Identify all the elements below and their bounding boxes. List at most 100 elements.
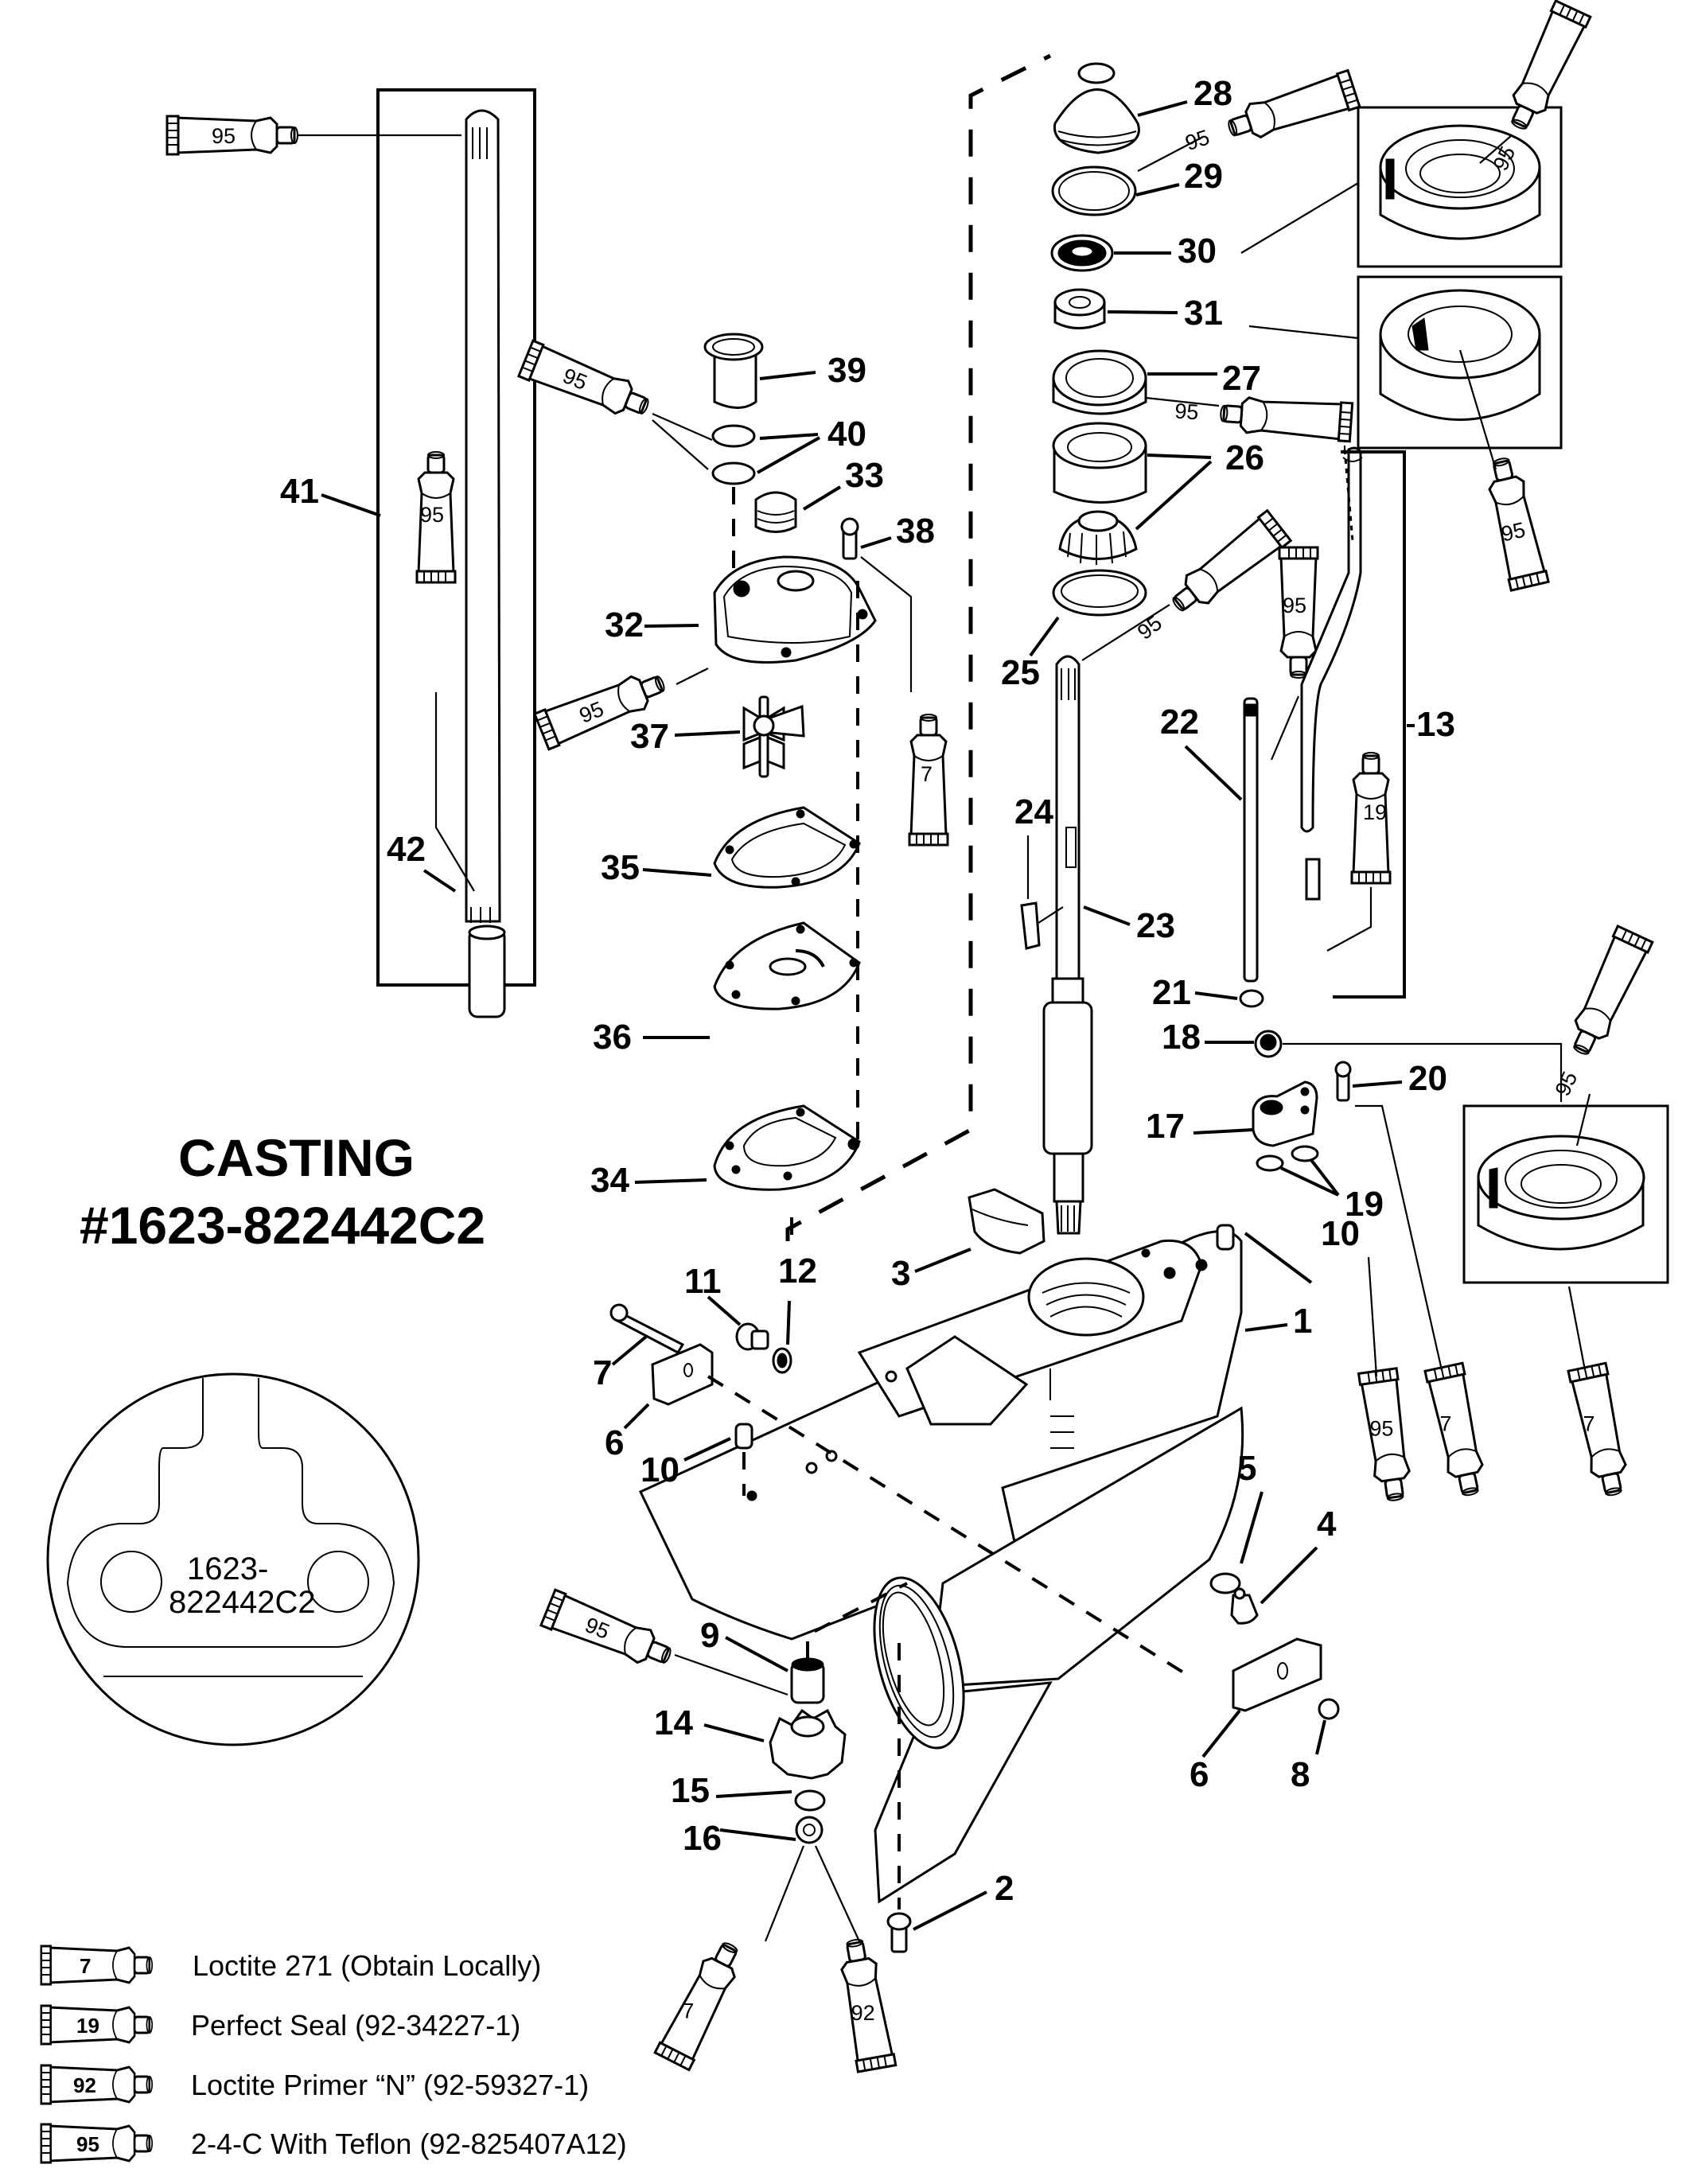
sealing-washer-5[interactable] xyxy=(1209,1572,1241,1594)
o-ring-40-upper[interactable] xyxy=(711,424,756,448)
oil-seal-18[interactable] xyxy=(1254,1030,1283,1058)
grommet-33[interactable] xyxy=(754,491,797,533)
shim-25[interactable] xyxy=(1052,569,1147,617)
key-24[interactable] xyxy=(1020,901,1041,950)
tube-code-label: 19 xyxy=(1363,800,1387,824)
part-label-9: 9 xyxy=(700,1616,719,1655)
casting-detail-line2: 822442C2 xyxy=(169,1585,316,1620)
tube-code-label: 7 xyxy=(682,1999,694,2023)
part-label-34: 34 xyxy=(590,1161,629,1200)
driveshaft-41-group xyxy=(376,88,536,1018)
bearing-retainer-27[interactable] xyxy=(1052,349,1147,415)
sealant-tube-7-screw38: 7 xyxy=(908,713,949,847)
sealant-tube-95-housing: 95 xyxy=(533,664,672,751)
pinion-driveshaft-23[interactable] xyxy=(1042,655,1093,1235)
part-label-26: 26 xyxy=(1225,438,1264,477)
shift-rod-13[interactable] xyxy=(1300,446,1363,901)
screw-2[interactable] xyxy=(886,1912,912,1953)
shift-shaft-22[interactable] xyxy=(1243,697,1259,983)
legend-description: Perfect Seal (92-34227-1) xyxy=(191,2009,520,2042)
tapered-bearing-cone-26[interactable] xyxy=(1058,510,1138,565)
seal-31[interactable] xyxy=(1053,288,1106,329)
dowel-pin-10-right[interactable] xyxy=(1216,1224,1235,1251)
tube-code-label: 95 xyxy=(1369,1416,1393,1440)
sealant-tube-92-nut16: 92 xyxy=(834,1935,898,2073)
gear-housing-1[interactable] xyxy=(638,1230,1244,1904)
nut-8[interactable] xyxy=(1318,1698,1340,1720)
sealant-tube-95-inset31: 95 xyxy=(1480,453,1550,592)
part-label-12: 12 xyxy=(778,1252,817,1291)
o-ring-40-lower[interactable] xyxy=(711,461,756,485)
legend-description: Loctite Primer “N” (92-59327-1) xyxy=(191,2069,589,2101)
legend-code: 95 xyxy=(76,2132,99,2156)
sealant-tube-95-inset30: 95 xyxy=(1489,0,1592,174)
part-label-15: 15 xyxy=(671,1771,710,1810)
sealant-tube-95-inset18: 95 xyxy=(1551,925,1654,1100)
pinion-nut-16[interactable] xyxy=(795,1816,824,1844)
part-label-3: 3 xyxy=(891,1254,910,1293)
part-label-4: 4 xyxy=(1317,1505,1337,1544)
part-label-32: 32 xyxy=(605,605,644,644)
part-label-11: 11 xyxy=(684,1262,722,1301)
part-label-7: 7 xyxy=(593,1353,612,1392)
oil-seal-30[interactable] xyxy=(1050,234,1114,272)
shift-crank-17[interactable] xyxy=(1252,1080,1318,1147)
bushing-39[interactable] xyxy=(703,333,764,409)
part-label-5: 5 xyxy=(1237,1449,1256,1488)
o-ring-29[interactable] xyxy=(1051,165,1137,216)
trim-tab-3[interactable] xyxy=(968,1188,1045,1255)
coupler-42[interactable] xyxy=(468,925,506,1018)
legend-row-92: 92 Loctite Primer “N” (92-59327-1) xyxy=(40,2064,589,2105)
legend-code: 19 xyxy=(76,2014,99,2038)
legend-description: Loctite 271 (Obtain Locally) xyxy=(193,1949,541,1982)
anode-6-right[interactable] xyxy=(1232,1637,1322,1712)
drain-screw-11[interactable] xyxy=(735,1322,769,1351)
tube-code-label: 95 xyxy=(212,124,236,148)
part-label-1: 1 xyxy=(1293,1302,1312,1341)
screw-20[interactable] xyxy=(1334,1061,1352,1102)
part-label-6-left: 6 xyxy=(605,1423,624,1462)
part-label-27: 27 xyxy=(1222,359,1261,398)
part-label-8: 8 xyxy=(1291,1755,1310,1794)
face-plate-36[interactable] xyxy=(713,921,861,1010)
pinion-bearing-cap-28[interactable] xyxy=(1053,62,1140,154)
bolt-7[interactable] xyxy=(609,1303,685,1354)
part-label-30: 30 xyxy=(1178,232,1217,271)
part-label-33: 33 xyxy=(845,456,884,495)
part-label-14: 14 xyxy=(654,1703,693,1742)
detail-inset-18 xyxy=(1462,1104,1669,1284)
washer-15[interactable] xyxy=(794,1789,826,1812)
sealant-tube-95-shaft: 95 xyxy=(415,450,457,584)
needle-bearing-9[interactable] xyxy=(790,1657,825,1704)
part-label-2: 2 xyxy=(995,1869,1014,1908)
anode-6-left[interactable] xyxy=(651,1343,714,1406)
impeller-37[interactable] xyxy=(742,695,805,778)
part-label-37: 37 xyxy=(630,717,669,756)
casting-detail-line1: 1623- xyxy=(187,1551,268,1586)
sealant-tube-95-bearing9: 95 xyxy=(539,1588,678,1676)
detail-inset-31 xyxy=(1357,275,1563,450)
part-41-frame xyxy=(376,88,536,987)
washer-19-left[interactable] xyxy=(1256,1154,1284,1172)
tapered-bearing-cup-26[interactable] xyxy=(1052,422,1147,504)
legend-row-19: 19 Perfect Seal (92-34227-1) xyxy=(40,2004,520,2046)
water-pump-housing-32[interactable] xyxy=(713,555,877,664)
gasket-35[interactable] xyxy=(713,806,861,889)
legend-code: 7 xyxy=(80,1954,91,1978)
washer-19-right[interactable] xyxy=(1291,1145,1319,1162)
driveshaft-41[interactable] xyxy=(465,109,501,923)
sealant-tube-95-retainer: 95 xyxy=(1174,392,1354,443)
part-label-28: 28 xyxy=(1193,74,1232,113)
pinion-gear-14[interactable] xyxy=(769,1708,847,1780)
gasket-34[interactable] xyxy=(713,1104,861,1191)
part-label-40: 40 xyxy=(827,415,866,454)
legend-row-95: 95 2-4-C With Teflon (92-825407A12) xyxy=(40,2123,627,2164)
part-label-41: 41 xyxy=(280,472,319,511)
bushing-21[interactable] xyxy=(1239,989,1264,1008)
screw-38[interactable] xyxy=(840,517,859,560)
tube-code-label: 7 xyxy=(1583,1412,1594,1436)
vent-screw-4[interactable] xyxy=(1230,1587,1259,1625)
dowel-pin-10-left[interactable] xyxy=(734,1423,753,1450)
part-label-36: 36 xyxy=(593,1018,632,1057)
